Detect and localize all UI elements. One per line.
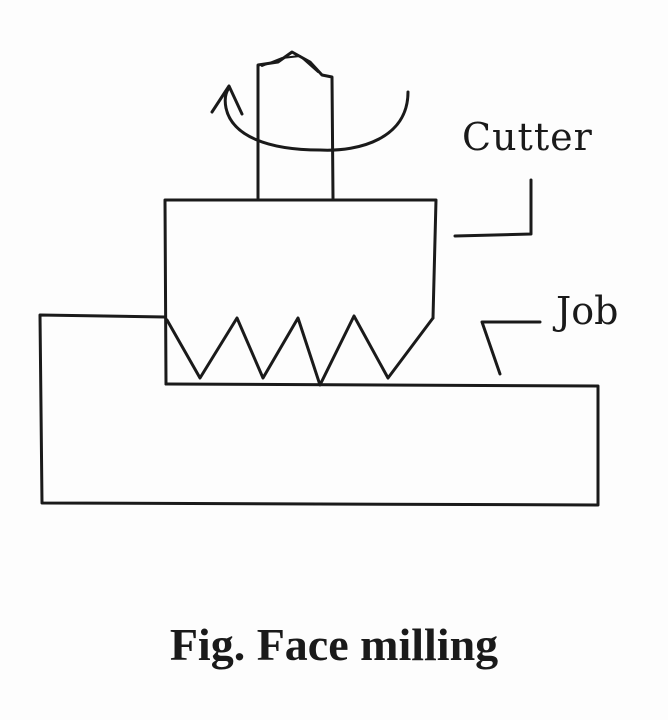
figure-caption: Fig. Face milling (169, 619, 499, 670)
job-label: Job (556, 289, 619, 333)
rotation-arrow-icon (210, 84, 410, 152)
cutter-teeth (165, 314, 435, 387)
job-block (38, 313, 600, 507)
spindle (256, 50, 335, 200)
cutter-body (163, 198, 438, 386)
spindle-break-line (261, 55, 319, 73)
cutter-leader-line (453, 178, 533, 238)
cutter-label: Cutter (462, 115, 593, 159)
job-leader-line (480, 320, 542, 376)
